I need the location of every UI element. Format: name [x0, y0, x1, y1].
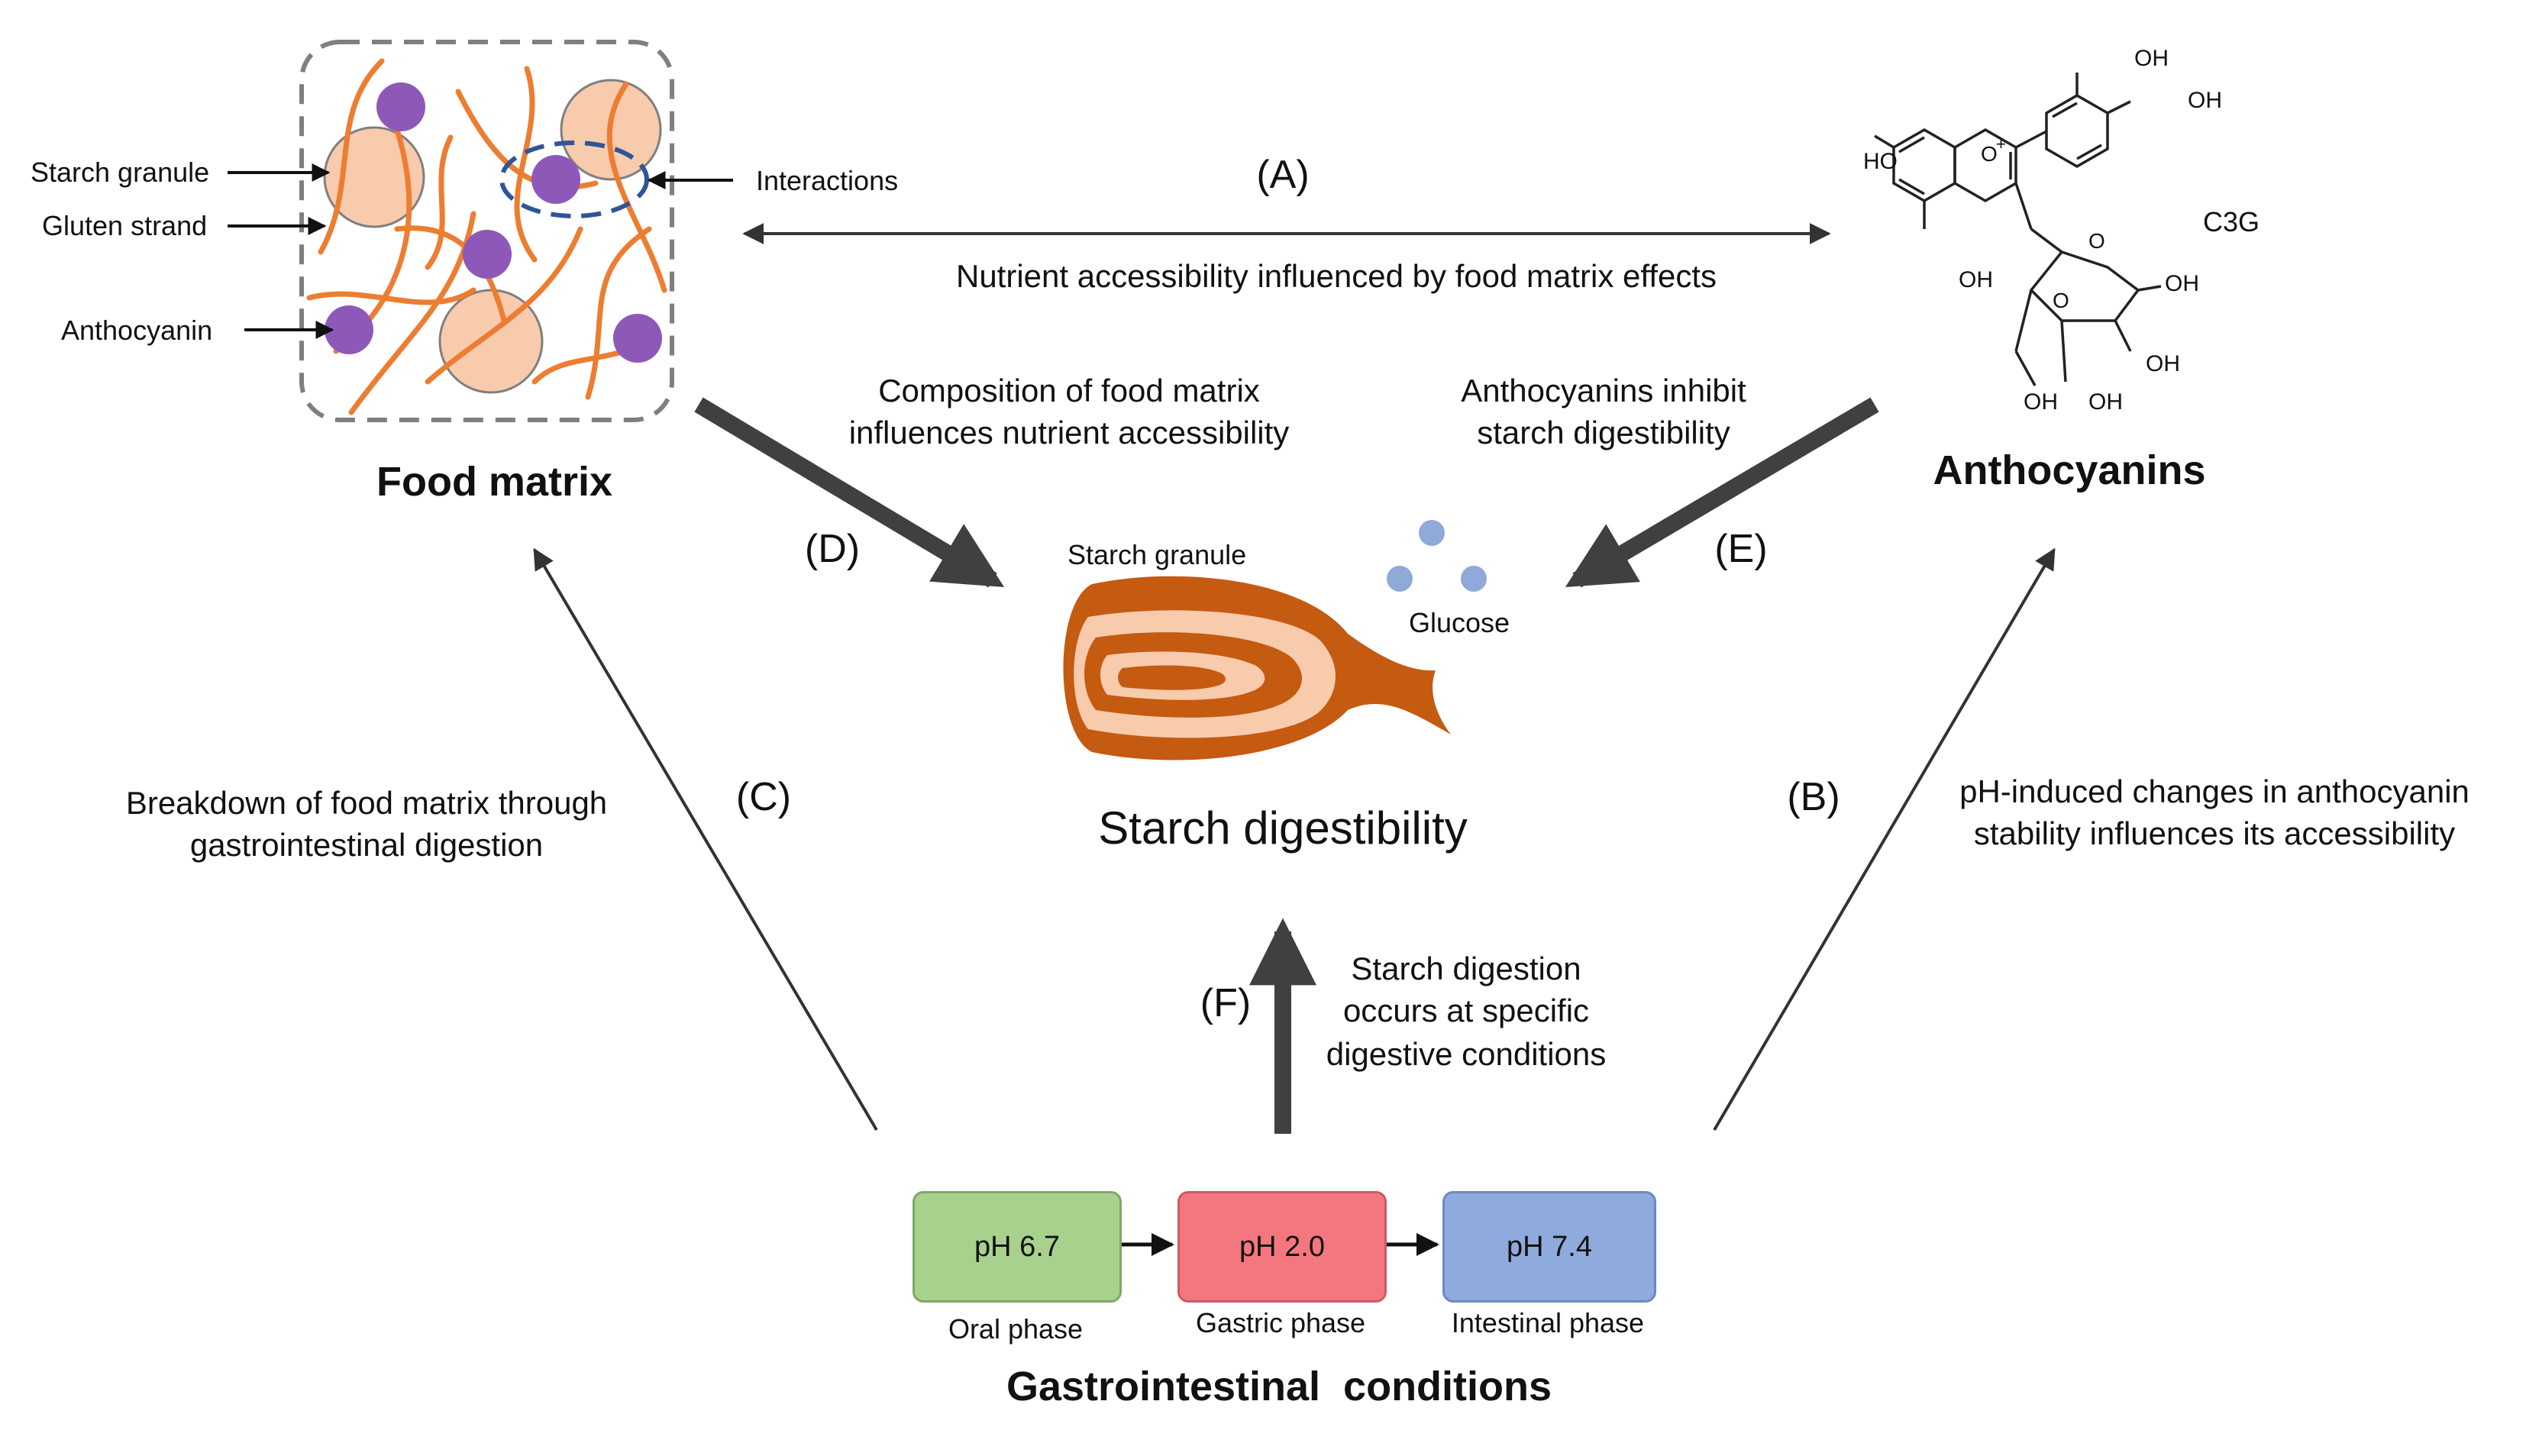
tag-e: (E): [1714, 527, 1768, 571]
text-a: Nutrient accessibility influenced by foo…: [955, 258, 1717, 294]
anthocyanin-dots: [325, 82, 662, 363]
c3g-ho: HO: [1863, 149, 1898, 174]
tag-b: (B): [1787, 775, 1840, 819]
text-e-1: Anthocyanins inhibit: [1461, 373, 1746, 408]
text-f-2: occurs at specific: [1342, 993, 1590, 1028]
text-b-1: pH-induced changes in anthocyanin: [1959, 773, 2469, 809]
text-b-2: stability influences its accessibility: [1973, 815, 2456, 851]
c3g-ring-o: O: [1981, 142, 1998, 166]
phase-oral-ph: pH 6.7: [974, 1230, 1060, 1263]
phase-box-oral: pH 6.7: [913, 1191, 1122, 1303]
c3g-oh-1: OH: [2134, 46, 2169, 71]
arrow-b: [1713, 547, 2056, 1132]
interactions-label: Interactions: [756, 165, 899, 196]
gi-conditions-title: Gastrointestinal conditions: [1006, 1364, 1552, 1409]
starch-digestibility-title: Starch digestibility: [1098, 802, 1468, 854]
starch-granule-illustration: [1063, 576, 1451, 760]
food-matrix-pointers: [228, 163, 733, 339]
text-e-2: starch digestibility: [1477, 415, 1730, 450]
c3g-oh-4: OH: [2165, 271, 2199, 296]
c3g-oh-5: OH: [2146, 351, 2180, 376]
c3g-oh-6: OH: [2088, 389, 2123, 415]
thick-arrows: [694, 397, 1879, 1134]
thin-arrows: [533, 223, 2056, 1132]
tag-c: (C): [735, 775, 792, 819]
c3g-ether-o: O: [2088, 229, 2105, 253]
text-d-1: Composition of food matrix: [878, 373, 1260, 408]
interactions-ellipse: [499, 140, 649, 218]
text-c-2: gastrointestinal digestion: [189, 827, 544, 863]
glucose-dots: [1387, 520, 1487, 592]
phase-intestinal-ph: pH 7.4: [1507, 1230, 1592, 1263]
tag-d: (D): [804, 527, 861, 571]
phase-oral-name: Oral phase: [948, 1313, 1084, 1345]
c3g-plus: +: [1996, 134, 2006, 153]
arrow-c: [533, 547, 878, 1132]
gluten-strand-label: Gluten strand: [42, 210, 208, 241]
tag-f: (F): [1200, 981, 1252, 1025]
c3g-molecule-structure: [1874, 73, 2162, 386]
text-d-2: influences nutrient accessibility: [848, 415, 1290, 450]
food-matrix-illustration: [299, 40, 674, 422]
arrow-d: [694, 397, 1005, 588]
phase-box-gastric: pH 2.0: [1177, 1191, 1387, 1303]
starch-granule-label: Starch granule: [31, 157, 210, 188]
phase-gastric-name: Gastric phase: [1195, 1307, 1366, 1338]
center-granule-label: Starch granule: [1068, 539, 1247, 570]
c3g-oh-7: OH: [2024, 389, 2058, 415]
phase-box-intestinal: pH 7.4: [1442, 1191, 1656, 1303]
c3g-oh-2: OH: [2188, 88, 2222, 113]
tag-a: (A): [1256, 153, 1310, 197]
text-f-3: digestive conditions: [1326, 1036, 1607, 1072]
c3g-sugar-o: O: [2053, 289, 2069, 312]
anthocyanin-label: Anthocyanin: [61, 315, 213, 346]
phase-gastric-ph: pH 2.0: [1239, 1230, 1325, 1263]
anthocyanins-title: Anthocyanins: [1933, 447, 2206, 493]
text-c-1: Breakdown of food matrix through: [125, 785, 608, 821]
glucose-label: Glucose: [1409, 607, 1510, 638]
text-f-1: Starch digestion: [1351, 951, 1581, 986]
c3g-oh-3: OH: [1959, 267, 1993, 292]
food-matrix-title: Food matrix: [376, 459, 613, 505]
phase-intestinal-name: Intestinal phase: [1451, 1307, 1645, 1338]
arrow-e: [1565, 397, 1879, 588]
c3g-label: C3G: [2203, 206, 2260, 237]
